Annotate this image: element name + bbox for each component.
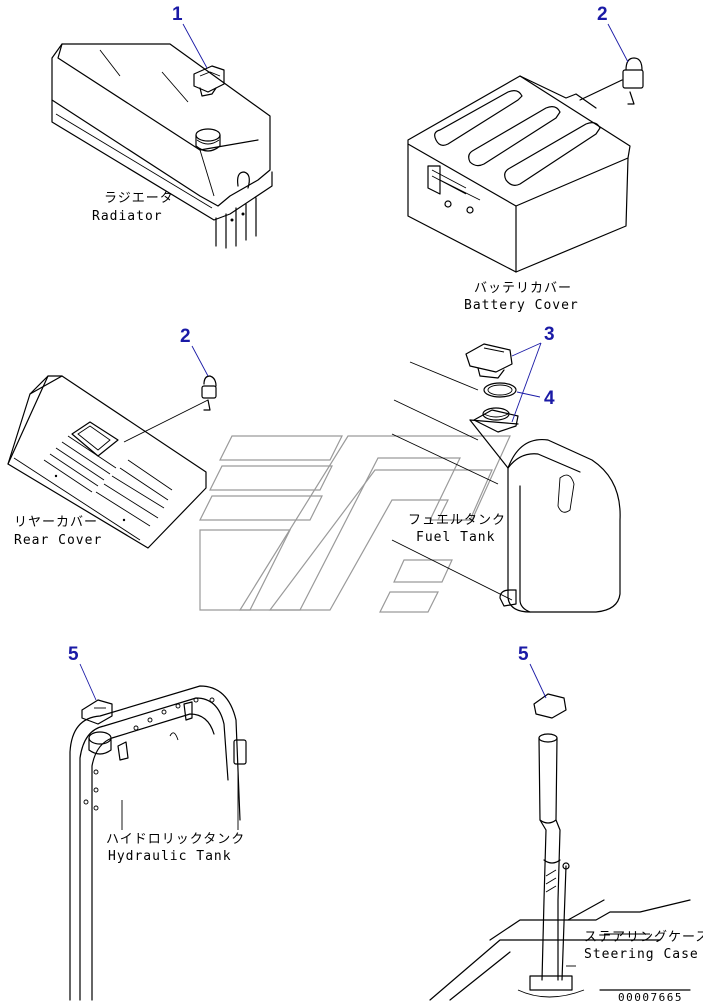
callout-number-3: 3 xyxy=(544,324,555,345)
callout-number-2-battery: 2 xyxy=(597,4,608,25)
fuel-label-jp: フュエルタンク xyxy=(408,513,506,528)
hydraulic-label-en: Hydraulic Tank xyxy=(108,849,232,864)
callout-5-hydraulic: 5 xyxy=(68,644,97,701)
callout-number-5-steering: 5 xyxy=(518,644,529,665)
callout-5-steering: 5 xyxy=(518,644,547,699)
rear-label-jp: リヤーカバー xyxy=(14,515,98,530)
radiator-label-jp: ラジエータ xyxy=(104,191,174,206)
steering-label-jp: ステアリングケース xyxy=(584,930,703,945)
watermark-logo xyxy=(199,435,511,613)
battery-label-jp: バッテリカバー xyxy=(474,281,572,296)
drawing-code: 00007665 xyxy=(618,991,683,1004)
callout-2-battery: 2 xyxy=(597,4,629,63)
fuel-label-en: Fuel Tank xyxy=(416,530,495,545)
fuel-tank-drawing xyxy=(391,343,621,613)
callout-3: 3 xyxy=(511,324,555,423)
callout-number-2-rear: 2 xyxy=(180,326,191,347)
callout-2-rear: 2 xyxy=(180,326,209,377)
hydraulic-label-jp: ハイドロリックタンク xyxy=(106,832,245,847)
callout-number-5-hydraulic: 5 xyxy=(68,644,79,665)
steering-label-en: Steering Case xyxy=(584,947,699,962)
callout-number-4: 4 xyxy=(544,388,555,409)
steering-case-drawing xyxy=(429,693,691,1001)
callout-1: 1 xyxy=(172,4,208,69)
rear-cover-drawing xyxy=(7,375,217,549)
hydraulic-tank-drawing xyxy=(69,685,247,1001)
radiator-label-en: Radiator xyxy=(92,209,163,224)
callout-number-1: 1 xyxy=(172,4,183,25)
battery-label-en: Battery Cover xyxy=(464,298,579,313)
callout-4: 4 xyxy=(516,388,555,409)
radiator-drawing xyxy=(51,43,273,249)
rear-label-en: Rear Cover xyxy=(14,533,102,548)
battery-cover-drawing xyxy=(407,57,644,273)
